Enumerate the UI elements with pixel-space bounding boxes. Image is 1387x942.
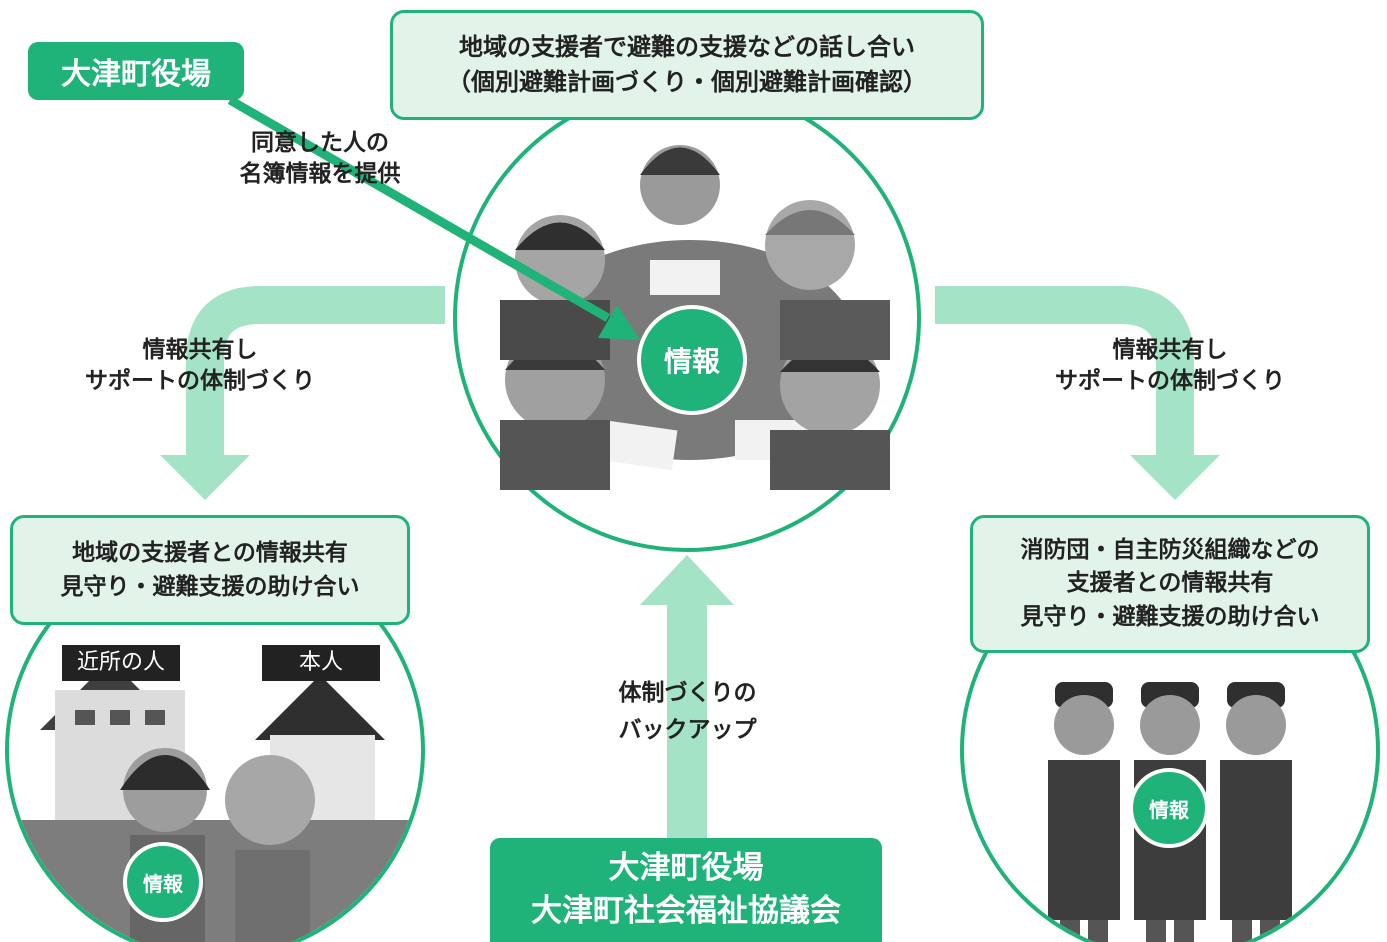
bottom-box-line2: 大津町社会福祉協議会 (531, 893, 841, 929)
neighbor-tag: 近所の人 (62, 645, 180, 681)
left-badge-text: 情報 (143, 871, 183, 896)
town-hall-label: 大津町役場 (28, 42, 244, 100)
right-info-badge: 情報 (1129, 768, 1209, 848)
left-box-line1: 地域の支援者との情報共有 (72, 539, 348, 566)
right-box-line2: 支援者との情報共有 (1066, 570, 1274, 597)
backup-line2: バックアップ (618, 716, 757, 743)
backup-text: 体制づくりの バックアップ (575, 675, 800, 749)
left-branch-line1: 情報共有し (142, 337, 258, 363)
consent-text: 同意した人の 名簿情報を提供 (195, 128, 445, 190)
right-box-line1: 消防団・自主防災組織などの (1020, 536, 1320, 563)
left-share-arrow (160, 286, 445, 500)
right-support-box: 消防団・自主防災組織などの 支援者との情報共有 見守り・避難支援の助け合い (970, 515, 1370, 653)
left-support-box: 地域の支援者との情報共有 見守り・避難支援の助け合い (10, 515, 410, 625)
right-branch-text: 情報共有し サポートの体制づくり (1010, 335, 1330, 397)
backup-line1: 体制づくりの (618, 680, 757, 706)
center-info-badge: 情報 (637, 305, 747, 415)
left-branch-line2: サポートの体制づくり (85, 368, 315, 395)
right-box-line3: 見守り・避難支援の助け合い (1020, 603, 1320, 630)
backup-arrow (640, 555, 734, 845)
right-badge-text: 情報 (1149, 797, 1189, 822)
top-box-line2: （個別避難計画づくり・個別避難計画確認） (447, 68, 927, 96)
right-branch-line1: 情報共有し (1112, 337, 1228, 363)
left-box-line2: 見守り・避難支援の助け合い (60, 574, 360, 600)
left-branch-text: 情報共有し サポートの体制づくり (40, 335, 360, 397)
consent-line1: 同意した人の (251, 130, 389, 156)
self-tag: 本人 (262, 645, 380, 681)
consent-arrow (227, 96, 640, 340)
consent-line2: 名簿情報を提供 (239, 161, 401, 188)
top-box-line1: 地域の支援者で避難の支援などの話し合い (459, 33, 915, 62)
right-branch-line2: サポートの体制づくり (1055, 368, 1285, 395)
town-hall-text: 大津町役場 (61, 57, 211, 92)
right-share-arrow (935, 286, 1220, 500)
left-info-badge: 情報 (123, 842, 203, 922)
bottom-box-line1: 大津町役場 (608, 849, 764, 886)
top-discussion-box: 地域の支援者で避難の支援などの話し合い （個別避難計画づくり・個別避難計画確認） (390, 10, 984, 120)
center-badge-text: 情報 (663, 345, 720, 378)
bottom-organizations-box: 大津町役場 大津町社会福祉協議会 (490, 838, 882, 942)
